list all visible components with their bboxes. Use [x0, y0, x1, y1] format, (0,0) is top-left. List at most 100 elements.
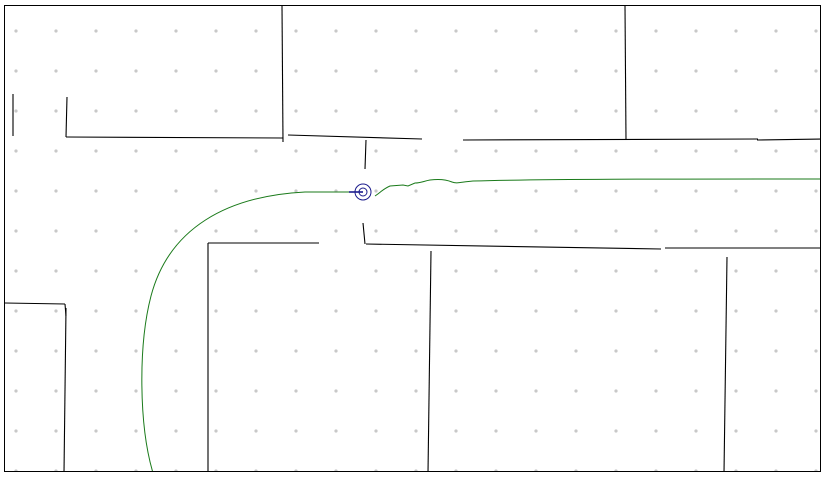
grid-dot — [534, 69, 538, 73]
grid-dot — [614, 469, 618, 471]
grid-dot — [494, 149, 498, 153]
grid-dot — [814, 429, 818, 433]
grid-dot — [814, 69, 818, 73]
grid-dot — [814, 309, 818, 313]
grid-dot — [494, 469, 498, 471]
grid-dot — [654, 29, 658, 33]
grid-dot — [334, 69, 338, 73]
grid-dot — [54, 349, 58, 353]
grid-dot — [54, 109, 58, 113]
grid-dot — [494, 429, 498, 433]
grid-dot — [494, 389, 498, 393]
wall-segment — [65, 96, 68, 138]
grid-dot — [614, 269, 618, 273]
grid-dot — [534, 149, 538, 153]
grid-dot — [94, 69, 98, 73]
grid-dot — [574, 229, 578, 233]
grid-dot — [774, 109, 778, 113]
grid-dot — [814, 269, 818, 273]
grid-dot — [174, 349, 178, 353]
grid-dot — [134, 389, 138, 393]
grid-dot — [294, 29, 298, 33]
grid-dot — [334, 269, 338, 273]
grid-dot — [454, 429, 458, 433]
grid-dot — [414, 29, 418, 33]
grid-dot — [734, 149, 738, 153]
wall-segment — [362, 222, 366, 245]
grid-dot — [174, 69, 178, 73]
grid-dot — [614, 149, 618, 153]
grid-dot — [654, 429, 658, 433]
grid-dot — [94, 229, 98, 233]
grid-dot — [54, 69, 58, 73]
agent-marker — [349, 183, 372, 201]
grid-dot — [734, 109, 738, 113]
grid-dot — [614, 309, 618, 313]
grid-dot — [134, 469, 138, 471]
grid-dot — [694, 109, 698, 113]
grid-dot — [654, 189, 658, 193]
grid-dot — [294, 149, 298, 153]
grid-dot — [814, 389, 818, 393]
grid-dot — [654, 389, 658, 393]
grid-dot — [374, 309, 378, 313]
grid-dot — [814, 109, 818, 113]
grid-dot — [134, 229, 138, 233]
grid-dot — [374, 349, 378, 353]
grid-dot — [534, 229, 538, 233]
grid-dot — [534, 349, 538, 353]
grid-dot — [534, 269, 538, 273]
grid-dot — [374, 29, 378, 33]
grid-dot — [14, 269, 18, 273]
grid-dot — [174, 469, 178, 471]
grid-dot — [614, 389, 618, 393]
grid-dot — [574, 389, 578, 393]
grid-dot — [294, 429, 298, 433]
grid-dot — [774, 29, 778, 33]
grid-dot — [334, 349, 338, 353]
grid-dot — [374, 69, 378, 73]
grid-dot — [294, 229, 298, 233]
grid-dot — [134, 349, 138, 353]
grid-dot — [14, 309, 18, 313]
grid-dot — [414, 469, 418, 471]
grid-dot — [254, 109, 258, 113]
grid-dot — [774, 429, 778, 433]
grid-dot — [14, 389, 18, 393]
grid-dot — [254, 349, 258, 353]
grid-dot — [534, 389, 538, 393]
grid-dot — [814, 229, 818, 233]
grid-dot — [774, 69, 778, 73]
grid-dot — [574, 109, 578, 113]
grid-dot — [734, 269, 738, 273]
grid-dot — [254, 389, 258, 393]
grid-dot — [694, 29, 698, 33]
grid-dot — [14, 189, 18, 193]
grid-dot — [94, 109, 98, 113]
grid-dot — [414, 389, 418, 393]
grid-dot — [414, 149, 418, 153]
grid-dot — [414, 309, 418, 313]
grid-dot — [294, 389, 298, 393]
grid-dot — [574, 69, 578, 73]
wall-segment — [281, 6, 284, 143]
grid-dot — [214, 469, 218, 471]
grid-dot — [14, 469, 18, 471]
grid-dot — [454, 229, 458, 233]
grid-dot — [214, 349, 218, 353]
grid-dot — [54, 309, 58, 313]
grid-dot — [494, 189, 498, 193]
wall-segment — [5, 302, 66, 305]
grid-dot — [654, 229, 658, 233]
grid-dot — [734, 349, 738, 353]
grid-dot — [774, 149, 778, 153]
grid-dot — [54, 29, 58, 33]
grid-dot — [774, 349, 778, 353]
map-canvas — [5, 6, 820, 471]
grid-dot — [214, 149, 218, 153]
grid-dot — [454, 349, 458, 353]
grid-dot — [214, 269, 218, 273]
grid-dot — [774, 269, 778, 273]
grid-dot — [174, 29, 178, 33]
grid-dot — [214, 429, 218, 433]
